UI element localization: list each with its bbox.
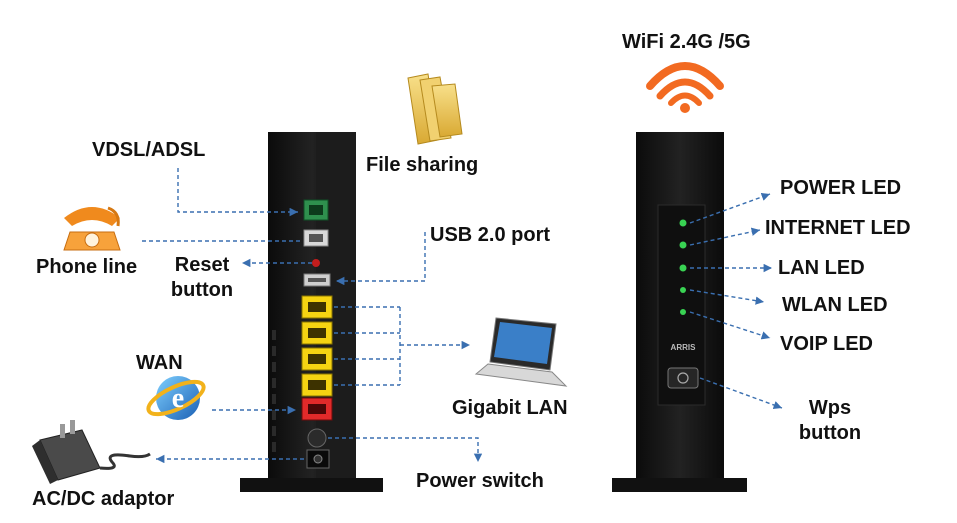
power-switch-label: Power switch	[416, 470, 544, 492]
lan-led-label: LAN LED	[778, 257, 865, 279]
wps-button-label-line2: button	[790, 422, 870, 444]
folder-icon	[408, 74, 462, 144]
reset-hole	[312, 259, 320, 267]
reset-button-label-line1: Reset	[166, 254, 238, 276]
file-sharing-label: File sharing	[366, 154, 478, 176]
internet-led-label: INTERNET LED	[765, 217, 911, 239]
telephone-icon	[64, 207, 120, 250]
reset-button-label-line2: button	[166, 279, 238, 301]
wlan-led	[680, 287, 686, 293]
gigabit-lan-label: Gigabit LAN	[452, 397, 568, 419]
power-switch-knob	[308, 429, 326, 447]
vdsl-label: VDSL/ADSL	[92, 139, 205, 161]
acdc-adaptor-label: AC/DC adaptor	[32, 488, 174, 510]
wlan-led-label: WLAN LED	[782, 294, 888, 316]
lan-led	[680, 265, 687, 272]
wan-label: WAN	[136, 352, 183, 374]
internet-explorer-icon: e	[144, 375, 208, 420]
router-front-view: ARRIS	[612, 132, 747, 492]
power-adaptor-icon	[32, 420, 150, 484]
usb-label: USB 2.0 port	[430, 224, 550, 246]
internet-led	[680, 242, 687, 249]
phone-line-label: Phone line	[36, 256, 137, 278]
wps-button-shape	[668, 368, 698, 388]
brand-logo-text: ARRIS	[671, 343, 697, 352]
wifi-label: WiFi 2.4G /5G	[622, 31, 751, 53]
router-back-view	[240, 132, 383, 492]
wifi-icon	[650, 66, 720, 113]
voip-led-label: VOIP LED	[780, 333, 873, 355]
wps-button-label-line1: Wps	[790, 397, 870, 419]
power-led-label: POWER LED	[780, 177, 901, 199]
svg-text:e: e	[172, 383, 184, 414]
power-led	[680, 220, 687, 227]
voip-led	[680, 309, 686, 315]
laptop-icon	[476, 318, 566, 386]
